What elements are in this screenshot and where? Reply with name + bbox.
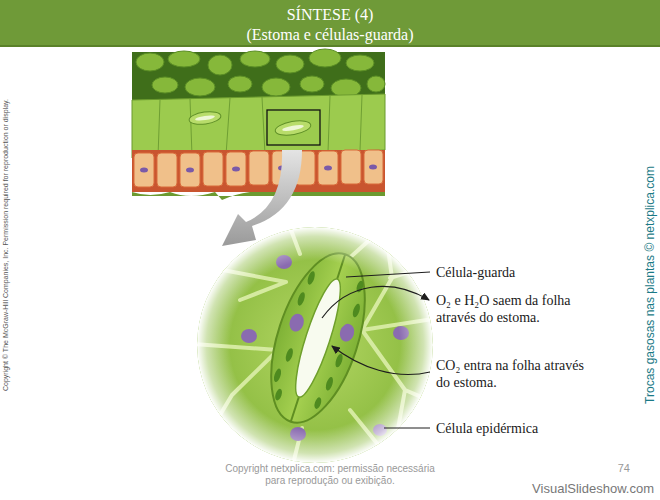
mesophyll-cell xyxy=(346,55,374,71)
epidermal-cell-walls xyxy=(194,222,440,468)
epidermis-ground xyxy=(197,227,433,463)
leaf-section xyxy=(132,49,385,200)
epidermis-surface xyxy=(132,94,385,158)
stoma-small xyxy=(188,110,221,126)
mesophyll-cell xyxy=(262,78,290,96)
zoom-box xyxy=(267,110,320,145)
nucleus xyxy=(140,168,148,173)
nucleus xyxy=(324,166,332,171)
lower-cells xyxy=(134,150,383,187)
mesophyll-cell xyxy=(367,76,385,92)
lower-cell xyxy=(341,150,361,184)
gas-in-arrow xyxy=(332,346,430,374)
copyright-note: Copyright netxplica.com: permissão neces… xyxy=(222,463,438,487)
mesophyll-cell xyxy=(300,76,324,92)
leader-line xyxy=(384,428,430,429)
nucleus xyxy=(232,167,240,172)
mesophyll-cell xyxy=(168,51,200,67)
magnified-stoma xyxy=(194,222,440,468)
mesophyll-cell xyxy=(276,55,304,73)
nucleus xyxy=(369,165,377,170)
lower-cell xyxy=(180,153,200,187)
stoma-small xyxy=(274,118,312,137)
nucleus xyxy=(186,168,194,173)
header-edge xyxy=(0,45,660,47)
lower-cell xyxy=(134,153,154,187)
lower-cell xyxy=(157,153,177,187)
lower-edge xyxy=(132,192,385,200)
leader-line xyxy=(346,272,430,277)
process-label: CO₂ entra na folha através do estoma. xyxy=(436,357,586,391)
lower-layer xyxy=(132,150,385,192)
part-label: Célula epidérmica xyxy=(436,420,616,437)
header-band xyxy=(0,0,660,47)
vignette xyxy=(197,227,433,463)
mesophyll-cell xyxy=(309,49,341,67)
lower-nuclei xyxy=(140,165,377,173)
gas-out-arrow xyxy=(322,286,429,318)
part-label: Célula-guarda xyxy=(436,264,616,281)
stoma-pore xyxy=(195,115,215,122)
lower-cell xyxy=(364,150,383,184)
mesophyll-cell xyxy=(136,53,164,71)
mesophyll-cell xyxy=(208,55,232,75)
lower-cell xyxy=(226,152,246,186)
lower-cell xyxy=(203,152,223,186)
mesophyll-cell xyxy=(152,77,178,93)
mesophyll-cell xyxy=(185,78,215,96)
mesophyll-cell xyxy=(240,51,270,67)
lower-cell xyxy=(249,151,269,185)
slide-subtitle: (Estoma e células-guarda) xyxy=(0,25,660,44)
mesophyll-cell xyxy=(228,76,252,92)
watermark: Trocas gasosas nas plantas © netxplica.c… xyxy=(643,166,657,404)
stoma-pore xyxy=(282,124,304,132)
slide-title: SÍNTESE (4) xyxy=(0,5,660,24)
process-label: O₂ e H₂O saem da folha através do estoma… xyxy=(436,292,586,326)
copyright-note: Copyright © The McGraw-Hill Companies, I… xyxy=(2,99,10,391)
lower-cell xyxy=(318,151,338,185)
cell-walls xyxy=(158,95,362,157)
watermark: VisualSlideshow.com xyxy=(520,481,654,496)
page-number: 74 xyxy=(600,462,630,475)
